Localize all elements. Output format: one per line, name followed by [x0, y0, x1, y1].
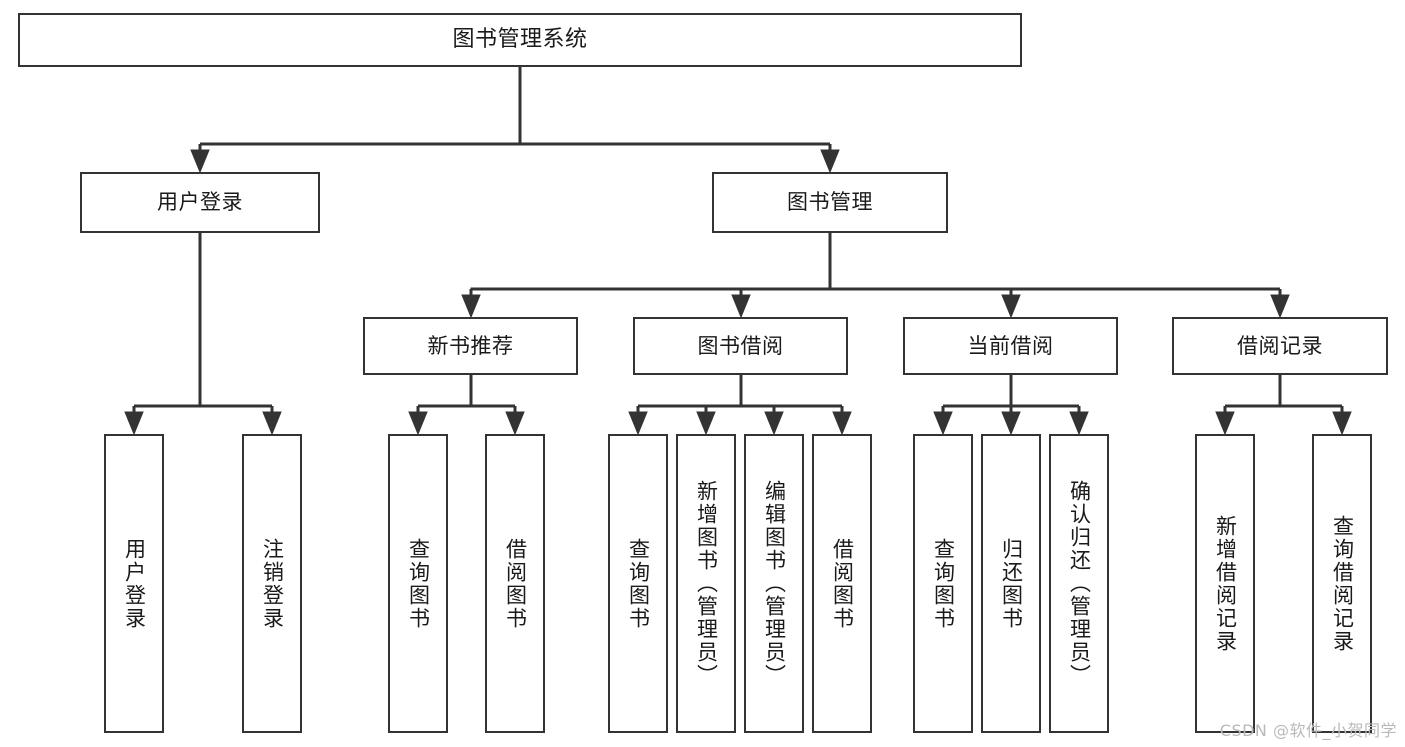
- edge-arrowhead: [1332, 411, 1352, 436]
- node-book-manage-label: 图书管理: [787, 190, 873, 215]
- edge-arrowhead: [124, 411, 144, 436]
- edge-group-current-borrow: [933, 375, 1089, 436]
- node-current-borrow[interactable]: 当前借阅: [903, 317, 1118, 375]
- edge-arrowhead: [1270, 294, 1290, 319]
- edge-arrowhead: [1001, 294, 1021, 319]
- node-leaf-add-book[interactable]: 新增图书（管理员）: [676, 434, 736, 733]
- node-new-book-rec[interactable]: 新书推荐: [363, 317, 578, 375]
- node-leaf-confirm-return-label: 确认归还（管理员）: [1067, 480, 1092, 687]
- node-leaf-logout[interactable]: 注销登录: [242, 434, 302, 733]
- node-borrow-record[interactable]: 借阅记录: [1172, 317, 1388, 375]
- node-leaf-confirm-return[interactable]: 确认归还（管理员）: [1049, 434, 1109, 733]
- edge-group-root: [190, 67, 840, 174]
- edge-group-user-login: [124, 233, 282, 436]
- edge-arrowhead: [505, 411, 525, 436]
- edge-arrowhead: [408, 411, 428, 436]
- edge-arrowhead: [696, 411, 716, 436]
- node-user-login[interactable]: 用户登录: [80, 172, 320, 233]
- node-leaf-return-book-label: 归还图书: [999, 537, 1024, 630]
- edge-arrowhead: [933, 411, 953, 436]
- node-root-label: 图书管理系统: [452, 27, 588, 53]
- node-leaf-query-book-bor[interactable]: 查询图书: [608, 434, 668, 733]
- node-leaf-query-book-rec[interactable]: 查询图书: [388, 434, 448, 733]
- node-book-manage[interactable]: 图书管理: [712, 172, 948, 233]
- edge-arrowhead: [461, 294, 481, 319]
- node-leaf-borrow-book-bor[interactable]: 借阅图书: [812, 434, 872, 733]
- edge-arrowhead: [262, 411, 282, 436]
- node-leaf-borrow-book-bor-label: 借阅图书: [830, 537, 855, 630]
- node-leaf-user-login-label: 用户登录: [122, 537, 147, 630]
- edge-arrowhead: [820, 149, 840, 174]
- node-leaf-query-book-rec-label: 查询图书: [406, 537, 431, 630]
- node-current-borrow-label: 当前借阅: [967, 333, 1054, 358]
- edge-group-borrow-record: [1215, 375, 1352, 436]
- node-leaf-user-login[interactable]: 用户登录: [104, 434, 164, 733]
- node-borrow-record-label: 借阅记录: [1237, 333, 1323, 358]
- node-leaf-borrow-book-rec[interactable]: 借阅图书: [485, 434, 545, 733]
- node-book-borrow-label: 图书借阅: [697, 333, 784, 358]
- node-leaf-add-book-label: 新增图书（管理员）: [694, 480, 719, 687]
- node-leaf-query-record[interactable]: 查询借阅记录: [1312, 434, 1372, 733]
- node-leaf-query-record-label: 查询借阅记录: [1330, 514, 1355, 653]
- edge-arrowhead: [1001, 411, 1021, 436]
- node-new-book-rec-label: 新书推荐: [427, 333, 514, 358]
- node-leaf-query-book-cur[interactable]: 查询图书: [913, 434, 973, 733]
- edge-arrowhead: [731, 294, 751, 319]
- edge-arrowhead: [1069, 411, 1089, 436]
- node-leaf-borrow-book-rec-label: 借阅图书: [503, 537, 528, 630]
- node-root[interactable]: 图书管理系统: [18, 13, 1022, 67]
- edge-arrowhead: [190, 149, 210, 174]
- edge-arrowhead: [628, 411, 648, 436]
- node-user-login-label: 用户登录: [157, 190, 243, 215]
- edge-arrowhead: [832, 411, 852, 436]
- node-leaf-query-book-bor-label: 查询图书: [626, 537, 651, 630]
- edge-arrowhead: [764, 411, 784, 436]
- node-leaf-query-book-cur-label: 查询图书: [931, 537, 956, 630]
- node-leaf-logout-label: 注销登录: [260, 537, 285, 630]
- edge-group-book-manage: [461, 233, 1290, 319]
- edge-group-book-borrow: [628, 375, 852, 436]
- edge-group-new-book-rec: [408, 375, 525, 436]
- node-leaf-edit-book-label: 编辑图书（管理员）: [762, 480, 787, 687]
- node-leaf-edit-book[interactable]: 编辑图书（管理员）: [744, 434, 804, 733]
- node-leaf-add-record-label: 新增借阅记录: [1213, 514, 1238, 653]
- node-leaf-add-record[interactable]: 新增借阅记录: [1195, 434, 1255, 733]
- node-book-borrow[interactable]: 图书借阅: [633, 317, 848, 375]
- node-leaf-return-book[interactable]: 归还图书: [981, 434, 1041, 733]
- edge-arrowhead: [1215, 411, 1235, 436]
